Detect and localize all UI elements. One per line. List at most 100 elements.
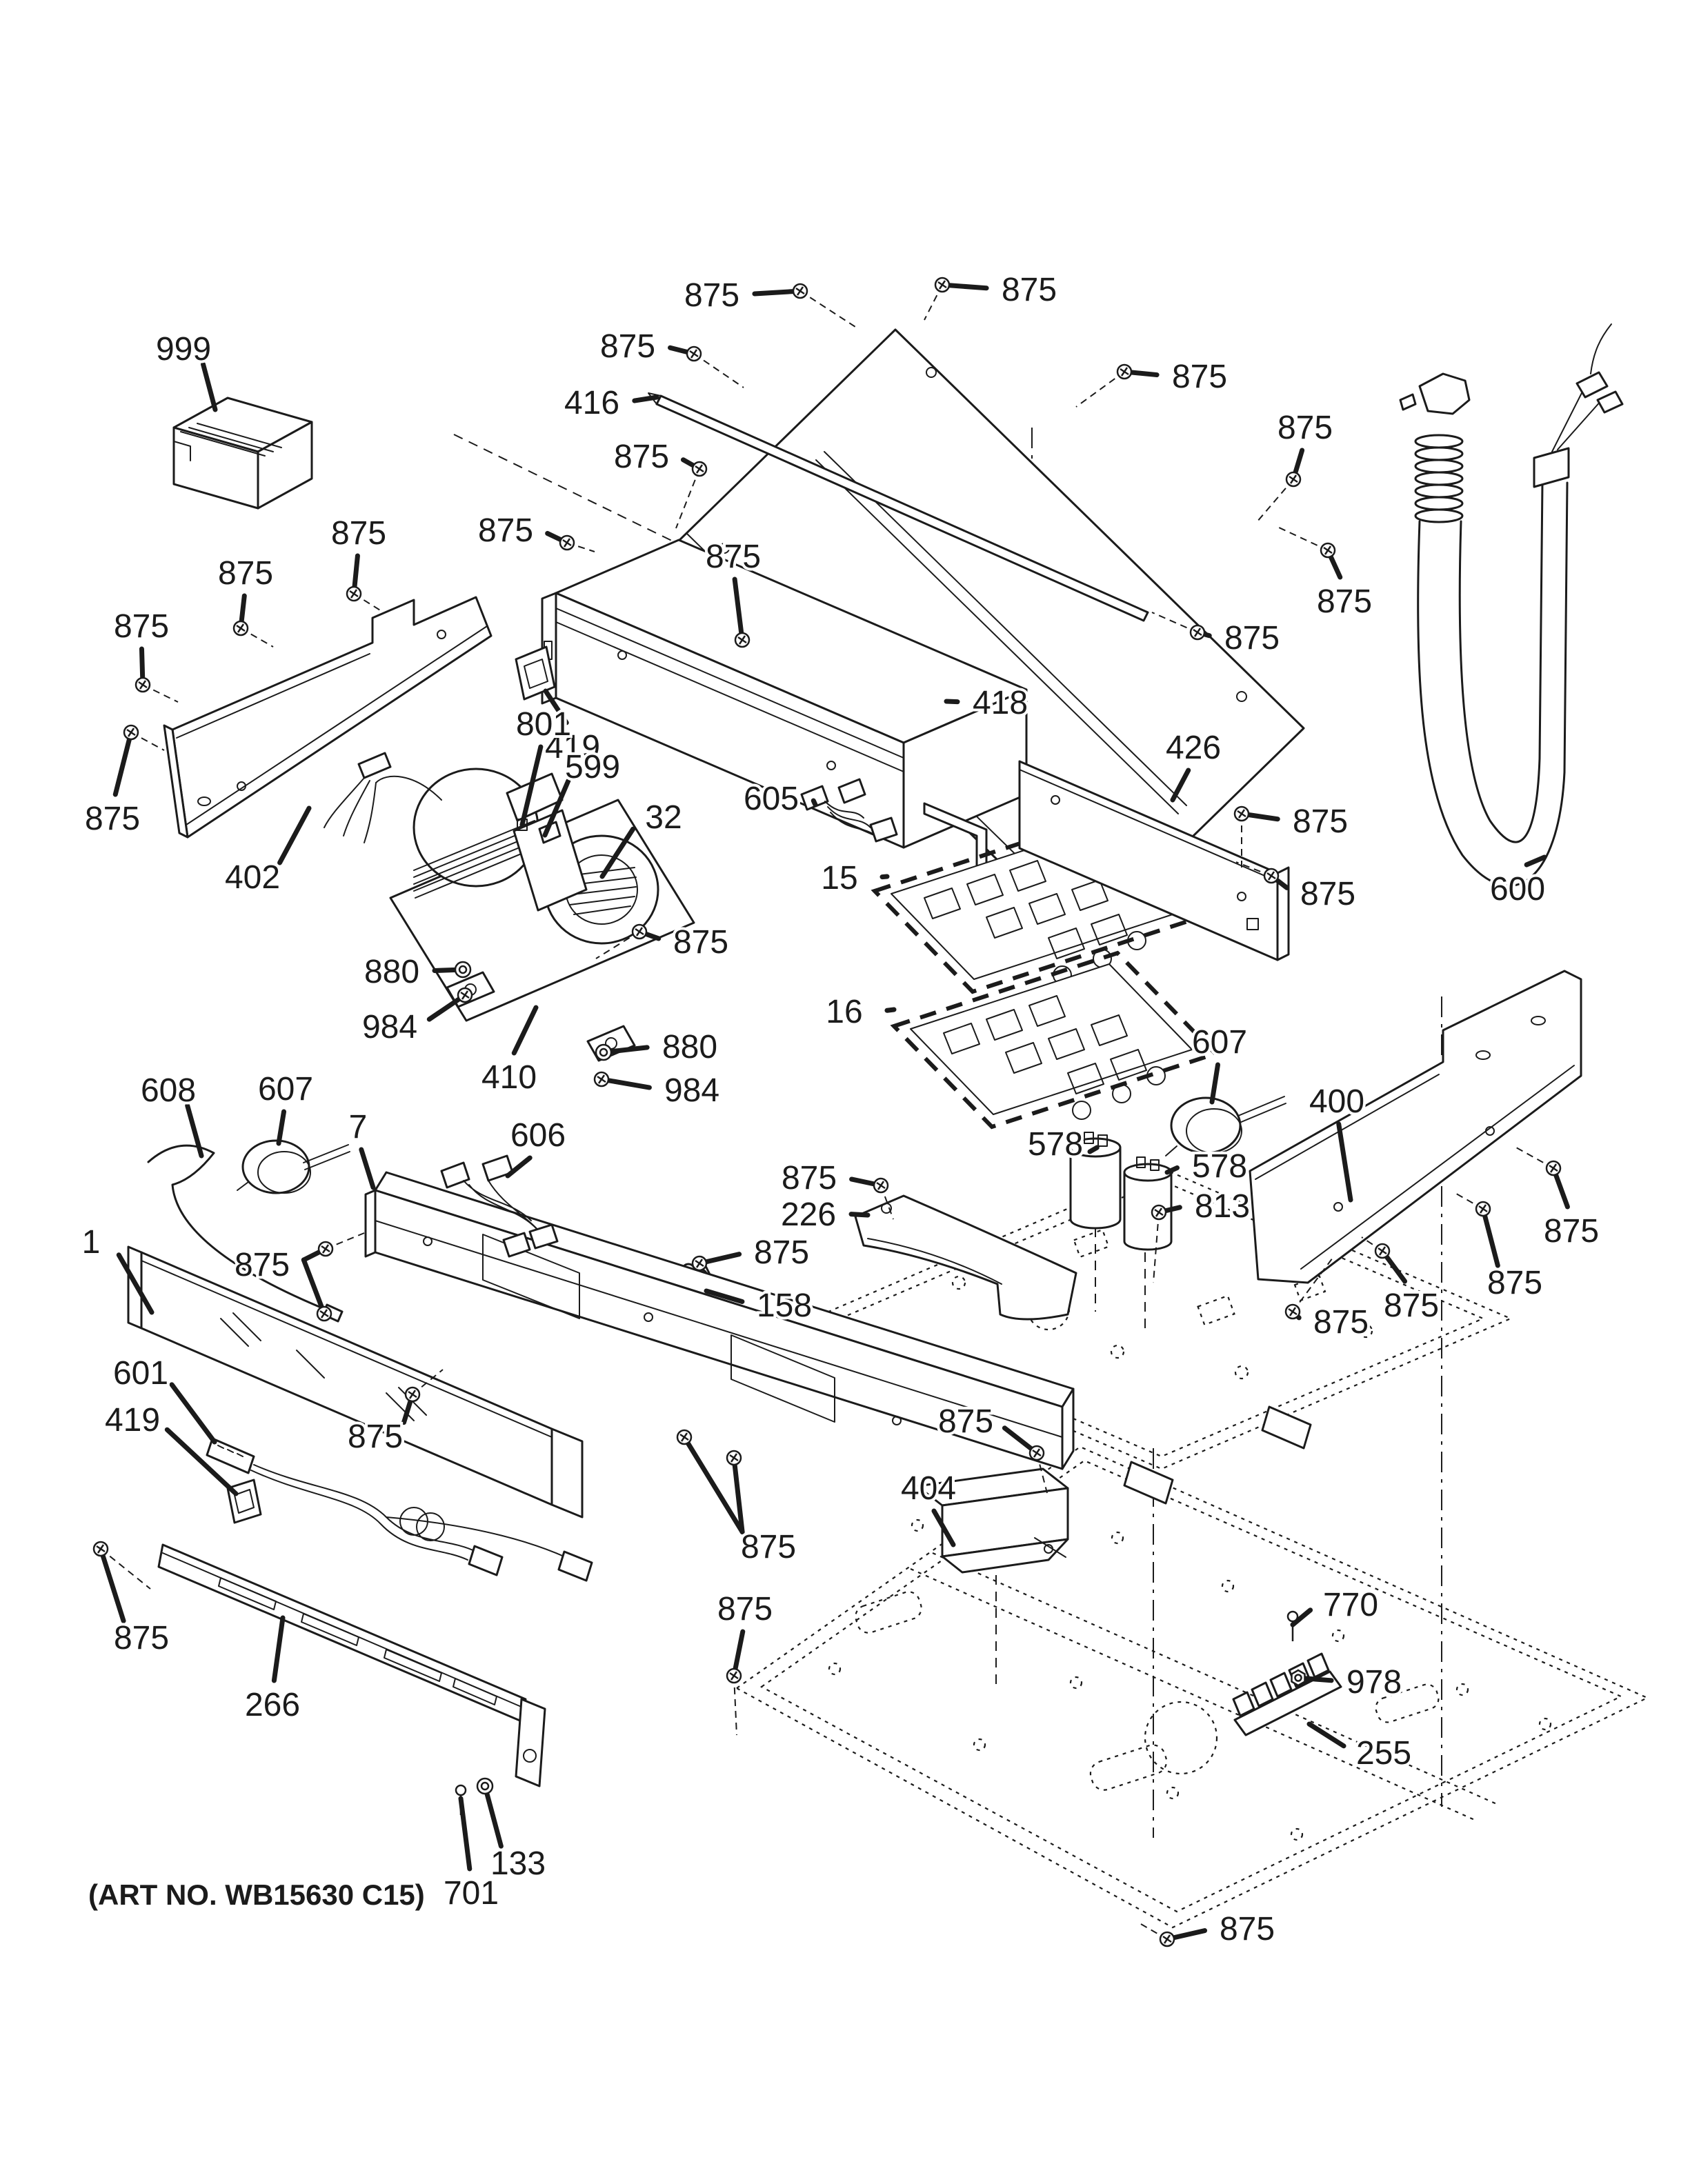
part-label-32: 32 (645, 799, 682, 836)
part-label-875: 875 (741, 1529, 796, 1565)
callout-875: 875 (1151, 612, 1282, 659)
stud-marker (1286, 1610, 1299, 1641)
screw-marker (135, 677, 151, 693)
callout-419: 419 (542, 688, 603, 768)
screw-marker (1159, 1931, 1175, 1947)
callout-875: 875 (703, 536, 764, 643)
part-255-terminal-block (1232, 1652, 1342, 1736)
part-label-158: 158 (757, 1288, 812, 1324)
part-label-880: 880 (662, 1029, 717, 1065)
callout-701: 701 (441, 1796, 501, 1914)
callout-875: 875 (475, 510, 595, 552)
screw-marker (92, 1541, 109, 1557)
callout-607: 607 (255, 1068, 316, 1146)
callout-875: 875 (1140, 1908, 1278, 1950)
callout-875: 875 (98, 1546, 172, 1659)
callout-419: 419 (102, 1399, 239, 1496)
screw-marker (346, 585, 362, 602)
screw-marker (873, 1177, 889, 1194)
callout-875: 875 (1239, 801, 1351, 868)
screw-marker (726, 1667, 742, 1684)
part-label-419: 419 (545, 729, 600, 765)
callout-7: 7 (346, 1106, 376, 1190)
screw-marker (317, 1241, 334, 1257)
callout-984: 984 (599, 1070, 722, 1112)
callout-999: 999 (153, 328, 218, 412)
part-label-880: 880 (364, 954, 419, 990)
part-label-400: 400 (1309, 1083, 1364, 1120)
callout-606: 606 (505, 1114, 568, 1179)
callout-875: 875 (682, 1434, 799, 1568)
part-label-404: 404 (901, 1470, 956, 1507)
screw-marker (1285, 471, 1302, 488)
callout-875: 875 (715, 1588, 775, 1736)
screw-marker (123, 724, 139, 741)
part-label-607: 607 (258, 1071, 313, 1108)
part-418-cover (541, 539, 1028, 881)
callout-875: 875 (1361, 1236, 1442, 1327)
screw-marker (457, 987, 473, 1003)
screw-marker (1189, 624, 1206, 641)
part-410-blower-assembly (324, 752, 695, 1062)
part-label-875: 875 (706, 539, 761, 575)
part-label-875: 875 (331, 515, 386, 552)
callout-158: 158 (704, 1285, 815, 1327)
screw-marker (1545, 1160, 1562, 1176)
callout-875: 875 (111, 605, 179, 703)
screw-marker (1028, 1445, 1045, 1461)
grommet-marker (454, 961, 472, 979)
part-578-capacitors (1069, 1132, 1173, 1251)
callout-875: 875 (597, 325, 744, 388)
screw-marker (1233, 805, 1250, 822)
part-label-875: 875 (1220, 1911, 1275, 1947)
callout-15: 15 (818, 857, 890, 899)
callout-400: 400 (1306, 1081, 1367, 1203)
part-label-16: 16 (826, 994, 862, 1030)
screw-marker (404, 1386, 421, 1403)
part-label-607: 607 (1192, 1024, 1247, 1061)
part-label-875: 875 (600, 328, 655, 365)
part-label-875: 875 (1313, 1304, 1369, 1341)
callout-875: 875 (82, 730, 165, 840)
part-402-side-panel (163, 596, 493, 839)
screw-marker (792, 283, 808, 299)
grommet-marker (595, 1043, 613, 1061)
art-no-text: (ART NO. WB15630 C15) (88, 1879, 425, 1911)
callout-875: 875 (232, 1232, 365, 1316)
callout-875: 875 (924, 269, 1060, 321)
part-601-harness (206, 1437, 593, 1582)
callout-601: 601 (110, 1352, 217, 1445)
part-419-clip-lower (226, 1479, 262, 1524)
part-label-999: 999 (156, 331, 211, 368)
part-607-motor-left (237, 1139, 350, 1194)
nut-marker (1291, 1669, 1306, 1687)
callout-16: 16 (823, 991, 897, 1033)
screw-marker (726, 1450, 742, 1466)
callout-578: 578 (1025, 1123, 1100, 1165)
callout-578: 578 (1164, 1145, 1250, 1188)
screw-marker (1263, 868, 1280, 884)
part-label-875: 875 (1544, 1213, 1599, 1250)
callout-875: 875 (328, 512, 389, 613)
callout-875: 875 (1075, 356, 1230, 408)
part-419-clip-upper (515, 645, 556, 701)
callout-875: 875 (1256, 407, 1335, 523)
grommet-marker (476, 1777, 494, 1795)
callout-608: 608 (138, 1070, 204, 1159)
callout-770: 770 (1290, 1584, 1381, 1627)
part-label-875: 875 (754, 1234, 809, 1271)
part-label-875: 875 (614, 439, 669, 475)
callout-607: 607 (1189, 1021, 1250, 1105)
part-label-402: 402 (225, 859, 280, 896)
part-label-875: 875 (114, 1620, 169, 1656)
screw-marker (676, 1429, 693, 1445)
part-label-875: 875 (114, 608, 169, 645)
part-404-bracket (916, 1467, 1069, 1574)
callout-266: 266 (242, 1615, 303, 1726)
part-label-984: 984 (664, 1072, 719, 1109)
callout-875: 875 (1515, 1147, 1602, 1252)
callout-255: 255 (1306, 1721, 1414, 1774)
part-label-875: 875 (1002, 272, 1057, 308)
part-label-875: 875 (717, 1591, 773, 1627)
